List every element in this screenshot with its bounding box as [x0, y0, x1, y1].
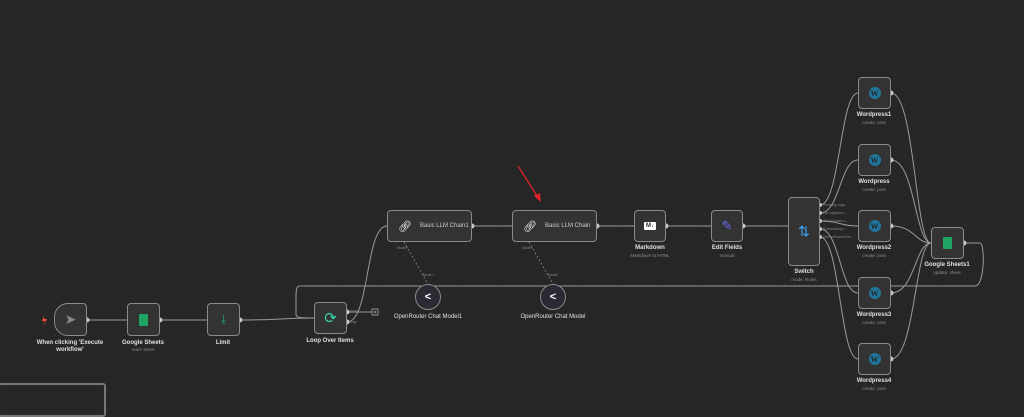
sub-google-sheets: read: sheet [131, 347, 155, 352]
sub-wordpress4: create: post [862, 386, 886, 391]
label-or: OpenRouter Chat Model [520, 314, 586, 320]
port-or1: Model [423, 273, 433, 277]
google-sheets-icon [943, 237, 952, 249]
sub-markdown: Markdown to HTML [630, 253, 670, 258]
switch-output: Ubezpieczenia fin... [823, 235, 854, 239]
label-wordpress2: Wordpress2 [856, 245, 892, 251]
switch-output: Produkty orga... [823, 203, 848, 207]
node-loop-over-items[interactable]: ⟳ [314, 302, 347, 334]
node-google-sheets[interactable] [127, 303, 160, 336]
sub-switch: mode: Rules [791, 277, 817, 282]
add-node-button [371, 308, 379, 316]
port-or: Model [548, 273, 558, 277]
label-wordpress: Wordpress [858, 179, 890, 185]
sub-wordpress1: create: post [862, 120, 886, 125]
switch-output: Zarządzanie z... [823, 219, 848, 223]
sub-wordpress3: create: post [862, 320, 886, 325]
port-chain: Model* [522, 246, 533, 250]
sub-edit-fields: manual [719, 253, 735, 258]
wordpress-icon: W [868, 154, 881, 166]
node-edit-fields[interactable]: ✎ [711, 210, 743, 242]
connections [42, 90, 984, 362]
label-trigger: When clicking 'Execute workflow' [36, 340, 104, 353]
node-limit[interactable]: ⤓ [207, 303, 240, 336]
switch-output: Komunikacja i... [823, 227, 848, 231]
node-trigger[interactable]: ➤ [54, 303, 87, 336]
node-wordpress1[interactable]: W [858, 77, 891, 109]
label-chain: Basic LLM Chain [544, 223, 591, 229]
node-wordpress[interactable]: W [858, 144, 891, 176]
wordpress-icon: W [868, 220, 881, 232]
label-wordpress3: Wordpress3 [856, 312, 892, 318]
openrouter-icon: < [549, 291, 557, 303]
link-icon: 🔗︎ [398, 220, 412, 233]
trigger-bolt-icon [42, 316, 47, 326]
wordpress-icon: W [868, 87, 881, 99]
label-google-sheets: Google Sheets [121, 340, 164, 346]
node-basic-llm-chain1[interactable]: 🔗︎ Basic LLM Chain1 [387, 210, 472, 242]
wordpress-icon: W [868, 287, 881, 299]
label-wordpress4: Wordpress4 [856, 378, 892, 384]
openrouter-icon: < [424, 291, 432, 303]
node-basic-llm-chain[interactable]: 🔗︎ Basic LLM Chain [512, 210, 597, 242]
label-limit: Limit [215, 340, 231, 346]
node-openrouter-chat-model1[interactable]: < [415, 284, 441, 310]
node-wordpress4[interactable]: W [858, 343, 891, 375]
pencil-icon: ✎ [721, 218, 733, 233]
label-edit-fields: Edit Fields [711, 245, 743, 251]
node-markdown[interactable]: M↓ [634, 210, 666, 242]
node-wordpress2[interactable]: W [858, 210, 891, 242]
google-sheets-icon [139, 313, 148, 326]
label-markdown: Markdown [635, 245, 665, 251]
bottom-panel[interactable] [0, 383, 106, 417]
port-chain1: Model* [397, 246, 408, 250]
sub-wordpress2: create: post [862, 253, 886, 258]
label-loop: Loop Over Items [306, 338, 354, 344]
node-openrouter-chat-model[interactable]: < [540, 284, 566, 310]
loop-icon: ⟳ [324, 310, 337, 327]
wordpress-icon: W [868, 353, 881, 365]
loop-out-done: done [350, 309, 358, 313]
node-google-sheets1[interactable] [931, 227, 964, 259]
sub-wordpress: create: post [862, 187, 886, 192]
cursor-icon: ➤ [64, 311, 77, 327]
limit-icon: ⤓ [220, 312, 227, 326]
switch-output: Dla logistyka i... [823, 211, 848, 215]
annotation-arrow [517, 165, 540, 200]
loop-out-loop: loop [350, 320, 357, 324]
link-icon: 🔗︎ [523, 220, 537, 233]
label-or1: OpenRouter Chat Model1 [393, 314, 463, 320]
label-switch: Switch [794, 269, 814, 275]
label-wordpress1: Wordpress1 [856, 112, 892, 118]
node-wordpress3[interactable]: W [858, 277, 891, 309]
sub-google-sheets1: update: sheet [933, 270, 961, 275]
label-google-sheets1: Google Sheets1 [924, 262, 970, 268]
markdown-icon: M↓ [644, 222, 656, 230]
switch-icon: ⇅ [798, 223, 810, 239]
label-chain1: Basic LLM Chain1 [419, 223, 469, 229]
node-switch[interactable]: ⇅ [788, 197, 820, 266]
